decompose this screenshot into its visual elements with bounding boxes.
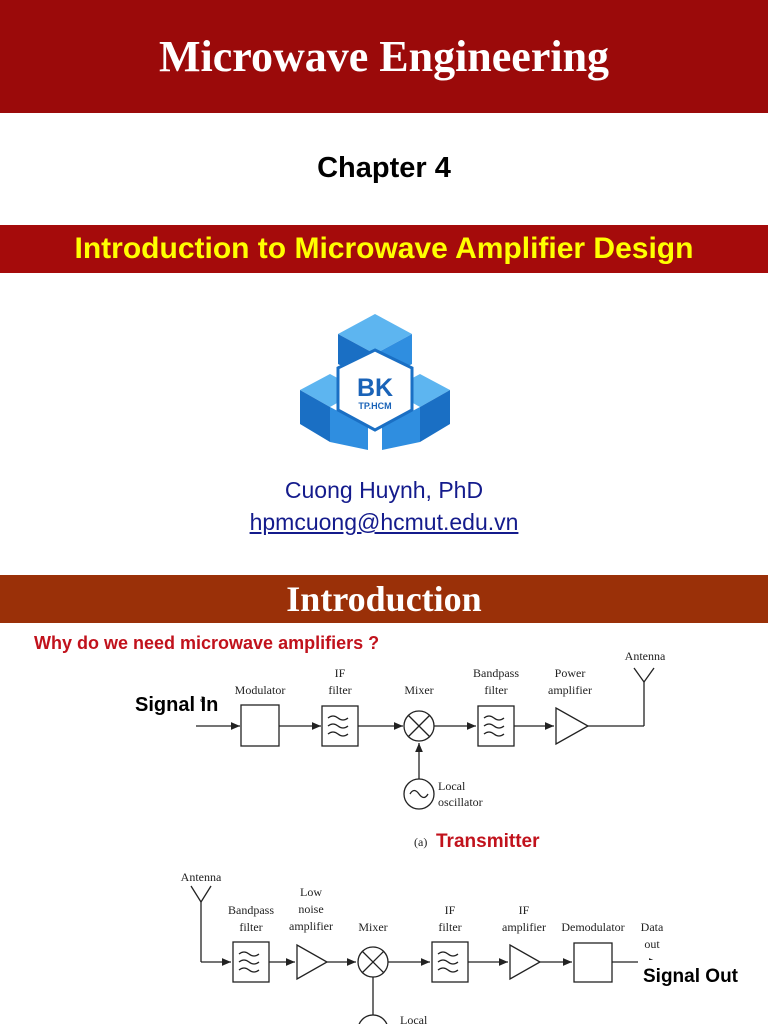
tx-if-filter-block [321,705,359,747]
tx-panel-a-label: (a) [414,835,427,849]
block-diagram: a Modulator IF filter Mixer Bandpass fil… [181,649,666,1024]
rx-data-out-label-1: Data [641,920,664,934]
logo-main-text: BK [357,374,393,402]
rx-data-out-label-2: out [644,937,660,951]
rx-antenna-label: Antenna [181,870,222,884]
rx-lna-label-1: Low [300,885,322,899]
tx-bandpass-filter-block [477,705,515,747]
rx-mixer-label: Mixer [358,920,387,934]
tx-marker-a: a [200,691,206,705]
signal-out-backdrop [638,960,768,996]
tx-modulator-block [240,704,280,747]
transmitter-label: Transmitter [436,831,540,852]
slide-title: Microwave Engineering [158,32,610,81]
author-name: Cuong Huynh, PhD [284,477,484,503]
rx-bandpass-label-1: Bandpass [228,903,274,917]
rx-if-filter-label-1: IF [445,903,456,917]
intro-title: Introduction [286,579,482,619]
tx-bandpass-label-2: filter [484,683,507,697]
tx-antenna-label: Antenna [625,649,666,663]
logo-sub-text: TP.HCM [358,401,391,411]
rx-bandpass-filter-block [232,941,270,983]
rx-if-filter-block [431,941,469,983]
rx-bandpass-label-2: filter [239,920,262,934]
tx-mixer-label: Mixer [404,683,433,697]
signal-out-label: Signal Out [643,966,738,987]
rx-lo-label-cut: Local [400,1013,428,1024]
tx-lo-label-2: oscillator [438,795,483,809]
tx-if-filter-label-2: filter [328,683,351,697]
slide-subtitle: Introduction to Microwave Amplifier Desi… [74,232,694,265]
tx-lo-label-1: Local [438,779,466,793]
rx-if-filter-label-2: filter [438,920,461,934]
rx-demodulator-label: Demodulator [561,920,624,934]
rx-if-amp-symbol [509,943,542,981]
rx-demodulator-block [573,942,613,983]
rx-lna-label-2: noise [298,902,323,916]
rx-lna-label-3: amplifier [289,919,333,933]
tx-power-amp-symbol [555,706,590,746]
signal-in-label: Signal In [135,694,219,716]
intro-title-bar: Introduction [0,575,768,623]
rx-if-amp-label-1: IF [519,903,530,917]
title-bar: Microwave Engineering [0,0,768,113]
chapter-label: Chapter 4 [317,152,451,184]
tx-power-amp-label-1: Power [555,666,586,680]
rx-lna-symbol [296,943,329,981]
rx-if-amp-label-2: amplifier [502,920,546,934]
tx-bandpass-label-1: Bandpass [473,666,519,680]
tx-if-filter-label-1: IF [335,666,346,680]
bk-logo-icon: BK TP.HCM [300,314,450,450]
author-email-link[interactable]: hpmcuong@hcmut.edu.vn [249,509,519,535]
tx-modulator-label: Modulator [235,683,286,697]
question-text: Why do we need microwave amplifiers ? [34,633,380,653]
subtitle-bar: Introduction to Microwave Amplifier Desi… [0,225,768,273]
tx-power-amp-label-2: amplifier [548,683,592,697]
